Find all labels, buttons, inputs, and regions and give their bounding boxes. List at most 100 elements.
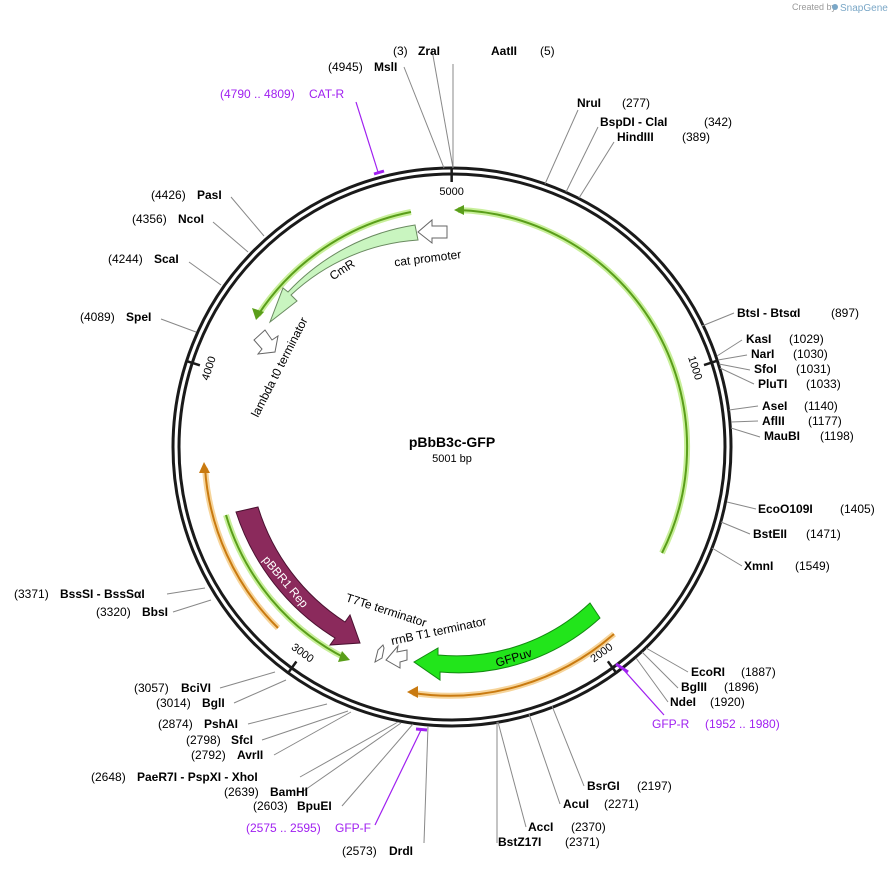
enzyme-name-bbsi: BbsI [142,605,168,619]
enzyme-name-bstz17i: BstZ17I [498,835,541,849]
feature-t7te-label: T7Te terminator [344,591,428,630]
leader-sfci [261,710,349,741]
enzyme-name-nari: NarI [751,347,774,361]
enzyme-name-spei: SpeI [126,310,151,324]
orf-line-3 [204,467,279,629]
enzyme-name-ecori: EcoRI [691,665,725,679]
leader-avrii [273,711,352,756]
enzyme-name-kasi: KasI [746,332,771,346]
feature-cmr-arrow [268,224,419,324]
enzyme-name-bsrgi: BsrGI [587,779,620,793]
enzyme-pos-bglii: (1896) [724,680,759,694]
enzyme-pos-xhoi: (2648) [91,770,126,784]
feature-lambda-t0-label: lambda t0 terminator [248,315,310,419]
enzyme-name-sfoi: SfoI [754,362,777,376]
leader-bgli [233,679,287,704]
leader-nari [717,354,748,361]
enzyme-name-hindiii: HindIII [617,130,654,144]
enzyme-pos-bsrgi: (2197) [637,779,672,793]
enzyme-name-ndei: NdeI [670,695,696,709]
enzyme-pos-spei: (4089) [80,310,115,324]
enzyme-name-bglii: BglII [681,680,707,694]
orf-line-2 [257,211,412,316]
enzyme-leaders [160,49,761,844]
orf-arrowhead-3 [199,462,210,473]
primer-name-cat-r: CAT-R [309,87,344,101]
enzyme-pos-acui: (2271) [604,797,639,811]
leader-zrai [431,49,454,169]
primer-name-gfp-f: GFP-F [335,821,371,835]
leader-drdi [423,725,429,844]
leader-acci [497,721,527,828]
enzyme-pos-clai: (342) [704,115,732,129]
enzyme-pos-aflii: (1177) [808,414,842,428]
orf-arrowhead-4 [338,651,350,662]
enzyme-name-pshai: PshAI [204,717,238,731]
tick-label-3000: 3000 [289,641,316,665]
enzyme-name-bpuei: BpuEI [297,799,332,813]
enzyme-pos-sfoi: (1031) [796,362,831,376]
enzyme-pos-nari: (1030) [793,347,828,361]
orf-arcs [199,205,691,699]
primer-labels: (4790 .. 4809) CAT-R GFP-R (1952 .. 1980… [220,87,780,835]
tick-mark-3000 [287,660,298,674]
leader-cat-r [355,101,379,173]
enzyme-name-avrii: AvrII [237,748,263,762]
enzyme-pos-sfci: (2798) [186,733,221,747]
enzyme-name-pasi: PasI [197,188,222,202]
enzyme-name-pluti: PluTI [758,377,787,391]
leader-btsi [701,312,735,327]
enzyme-name-bsteii: BstEII [753,527,787,541]
enzyme-name-maubi: MauBI [764,429,800,443]
enzyme-pos-aatii: (5) [540,44,555,58]
enzyme-pos-ncoi: (4356) [132,212,167,226]
leader-xmni [711,547,743,567]
leader-bcivi [219,671,276,689]
enzyme-name-btsi: BtsI - BtsαI [737,306,800,320]
feature-pbbr1-rep-arrow [235,506,361,646]
leader-maubi [730,427,761,438]
primer-range-gfp-r: (1952 .. 1980) [705,717,780,731]
enzyme-name-bsssi: BssSI - BssSαI [60,587,145,601]
leader-pshai [247,703,328,725]
brand-prefix: Created by [792,2,837,12]
orf-line-4 [225,514,346,659]
enzyme-name-acci: AccI [528,820,553,834]
leader-bglii [641,651,679,689]
enzyme-pos-bpuei: (2603) [253,799,288,813]
tick-mark-4000 [186,359,201,367]
feature-cat-promoter-label: cat promoter [393,247,462,269]
snapgene-logo-icon [832,4,838,10]
plasmid-size: 5001 bp [432,453,472,465]
enzyme-pos-bstz17i: (2371) [565,835,600,849]
enzyme-pos-bsteii: (1471) [806,527,841,541]
leader-ndei [635,657,669,703]
enzyme-name-scai: ScaI [154,252,179,266]
enzyme-name-xhoi: PaeR7I - PspXI - XhoI [137,770,258,784]
orf-line-1 [457,209,689,554]
enzyme-pos-msli: (4945) [328,60,363,74]
tick-label-4000: 4000 [200,355,219,382]
enzyme-pos-pasi: (4426) [151,188,186,202]
enzyme-labels: (3) ZraI AatII (5) (4945) MslI NruI (277… [14,44,875,858]
features: CmR cat promoter lambda t0 terminator pB… [235,218,601,681]
enzyme-pos-hindiii: (389) [682,130,710,144]
enzyme-name-clai: BspDI - ClaI [600,115,667,129]
brand-name: SnapGene [840,3,888,14]
enzyme-name-nrui: NruI [577,96,601,110]
leader-msli [403,66,445,169]
leader-spei [160,318,197,333]
primer-name-gfp-r: GFP-R [652,717,690,731]
primer-range-cat-r: (4790 .. 4809) [220,87,295,101]
leader-xhoi [299,721,399,778]
leader-gfp-f [374,729,422,826]
enzyme-name-xmni: XmnI [744,559,773,573]
leader-ecori [645,647,689,673]
enzyme-name-msli: MslI [374,60,397,74]
feature-pbbr1-rep-label: pBBR1 Rep [260,553,312,611]
enzyme-pos-bcivi: (3057) [134,681,169,695]
leader-aflii [730,420,759,423]
primer-gfp-r-bar [615,662,629,674]
enzyme-pos-bsssi: (3371) [14,587,49,601]
